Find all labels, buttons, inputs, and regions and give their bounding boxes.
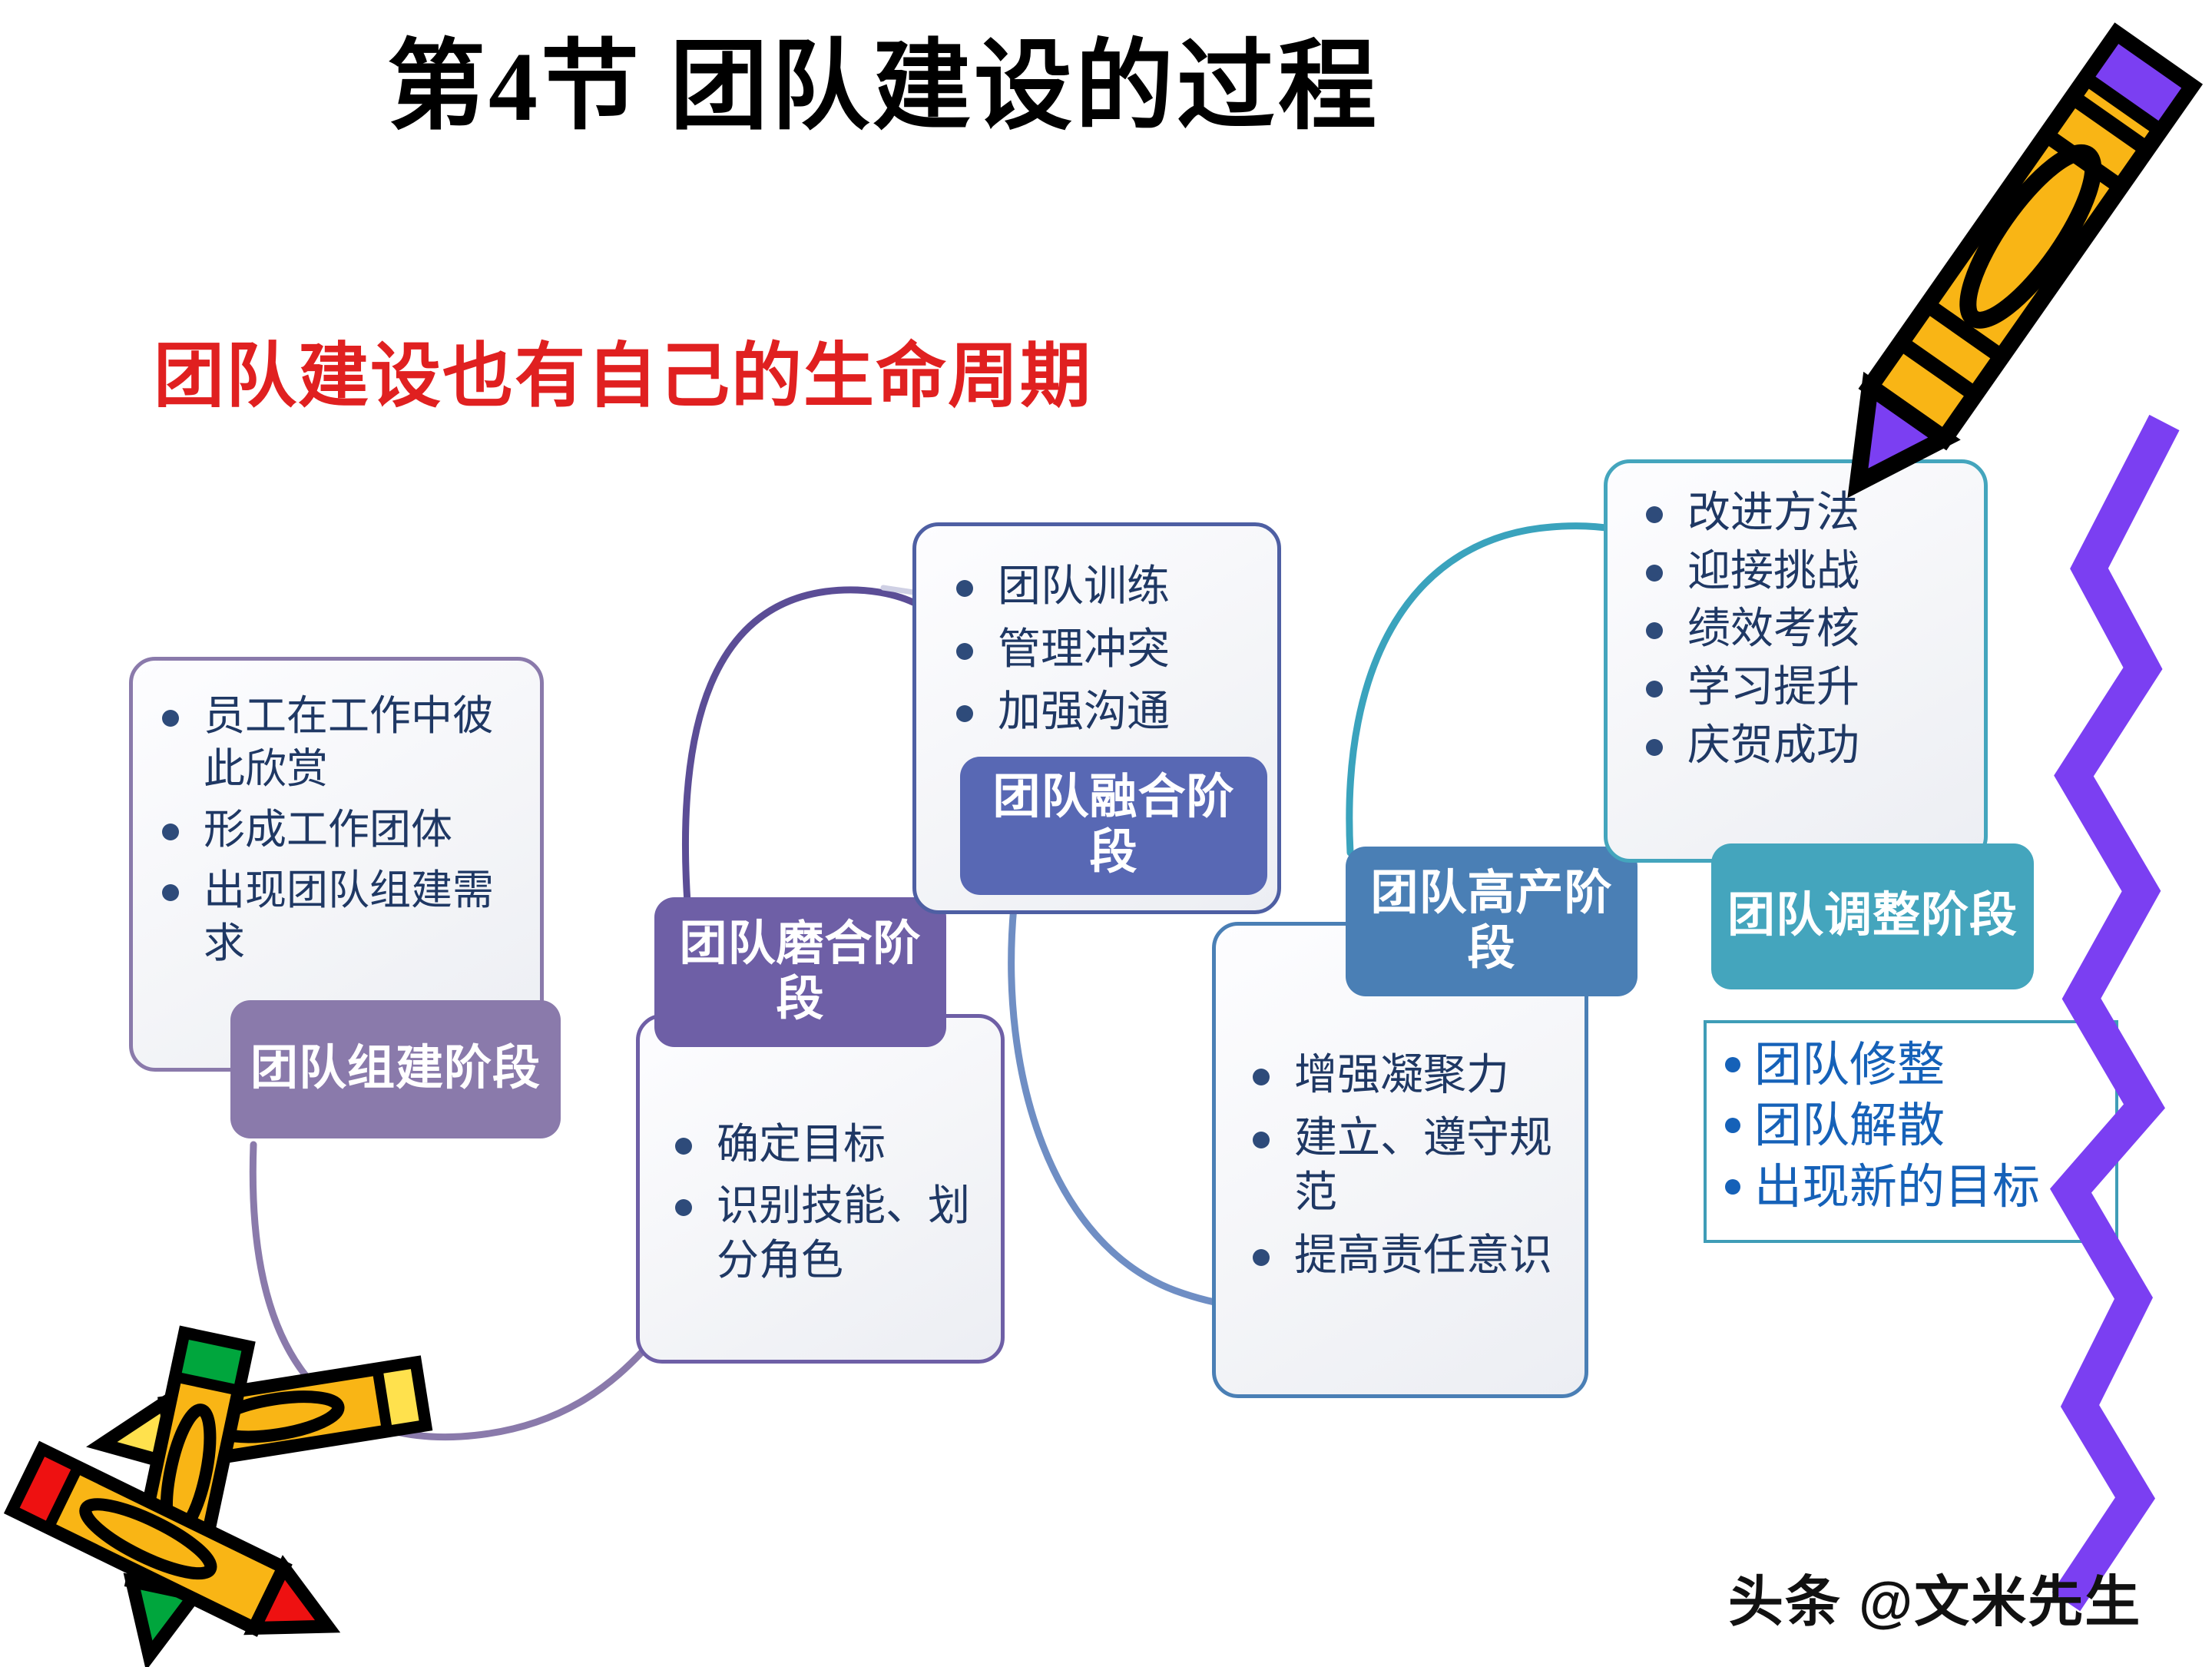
list-item: 学习提升 bbox=[1631, 661, 1972, 716]
stage-2-bullet-list: 确定目标 识别技能、划分角色 bbox=[640, 1018, 1001, 1288]
stage-card-2: 确定目标 识别技能、划分角色 bbox=[636, 1014, 1005, 1364]
stage-card-5: 改进方法 迎接挑战 绩效考核 学习提升 庆贺成功 bbox=[1604, 459, 1988, 863]
arc-stage1-stage2 bbox=[249, 1141, 653, 1441]
list-item: 加强沟通 bbox=[941, 685, 1263, 741]
stage-card-4: 增强凝聚力 建立、遵守规范 提高责任意识 bbox=[1212, 922, 1588, 1398]
stage-label-3[interactable]: 团队融合阶段 bbox=[960, 757, 1267, 895]
outcome-bullet-list: 团队修整 团队解散 出现新的目标 bbox=[1720, 1036, 2108, 1218]
list-item: 确定目标 bbox=[660, 1118, 985, 1172]
list-item: 改进方法 bbox=[1631, 486, 1972, 542]
watermark: 头条 @文米先生 bbox=[1728, 1572, 2142, 1633]
list-item: 管理冲突 bbox=[941, 623, 1263, 678]
list-item: 建立、遵守规范 bbox=[1237, 1112, 1569, 1221]
arc-stage2-stage3 bbox=[681, 586, 922, 906]
stage-label-1[interactable]: 团队组建阶段 bbox=[230, 1000, 561, 1138]
list-item: 绩效考核 bbox=[1631, 602, 1972, 658]
list-item: 增强凝聚力 bbox=[1237, 1049, 1569, 1104]
stage-3-bullet-list: 团队训练 管理冲突 加强沟通 bbox=[916, 526, 1277, 741]
page-subtitle: 团队建设也有自己的生命周期 bbox=[154, 337, 1093, 416]
stage-1-bullet-list: 员工在工作中彼此欣赏 形成工作团体 出现团队组建需求 bbox=[133, 661, 540, 971]
list-item: 团队修整 bbox=[1720, 1036, 2108, 1096]
stage-label-4[interactable]: 团队高产阶段 bbox=[1346, 847, 1637, 996]
list-item: 出现新的目标 bbox=[1720, 1158, 2108, 1218]
list-item: 员工在工作中彼此欣赏 bbox=[147, 690, 522, 796]
list-item: 识别技能、划分角色 bbox=[660, 1179, 985, 1288]
stage-5-bullet-list: 改进方法 迎接挑战 绩效考核 学习提升 庆贺成功 bbox=[1608, 463, 1984, 774]
list-item: 形成工作团体 bbox=[147, 804, 522, 857]
list-item: 团队训练 bbox=[941, 560, 1263, 615]
list-item: 庆贺成功 bbox=[1631, 719, 1972, 774]
page-title: 第4节 团队建设的过程 bbox=[386, 32, 1379, 141]
list-item: 迎接挑战 bbox=[1631, 545, 1972, 600]
list-item: 提高责任意识 bbox=[1237, 1229, 1569, 1284]
outcome-box: 团队修整 团队解散 出现新的目标 bbox=[1704, 1020, 2118, 1243]
stage-4-bullet-list: 增强凝聚力 建立、遵守规范 提高责任意识 bbox=[1216, 926, 1584, 1284]
stage-label-5[interactable]: 团队调整阶段 bbox=[1711, 843, 2034, 989]
stage-label-2[interactable]: 团队磨合阶段 bbox=[654, 897, 946, 1047]
list-item: 团队解散 bbox=[1720, 1096, 2108, 1157]
list-item: 出现团队组建需求 bbox=[147, 864, 522, 970]
arc-stage4-stage5 bbox=[1346, 522, 1651, 857]
